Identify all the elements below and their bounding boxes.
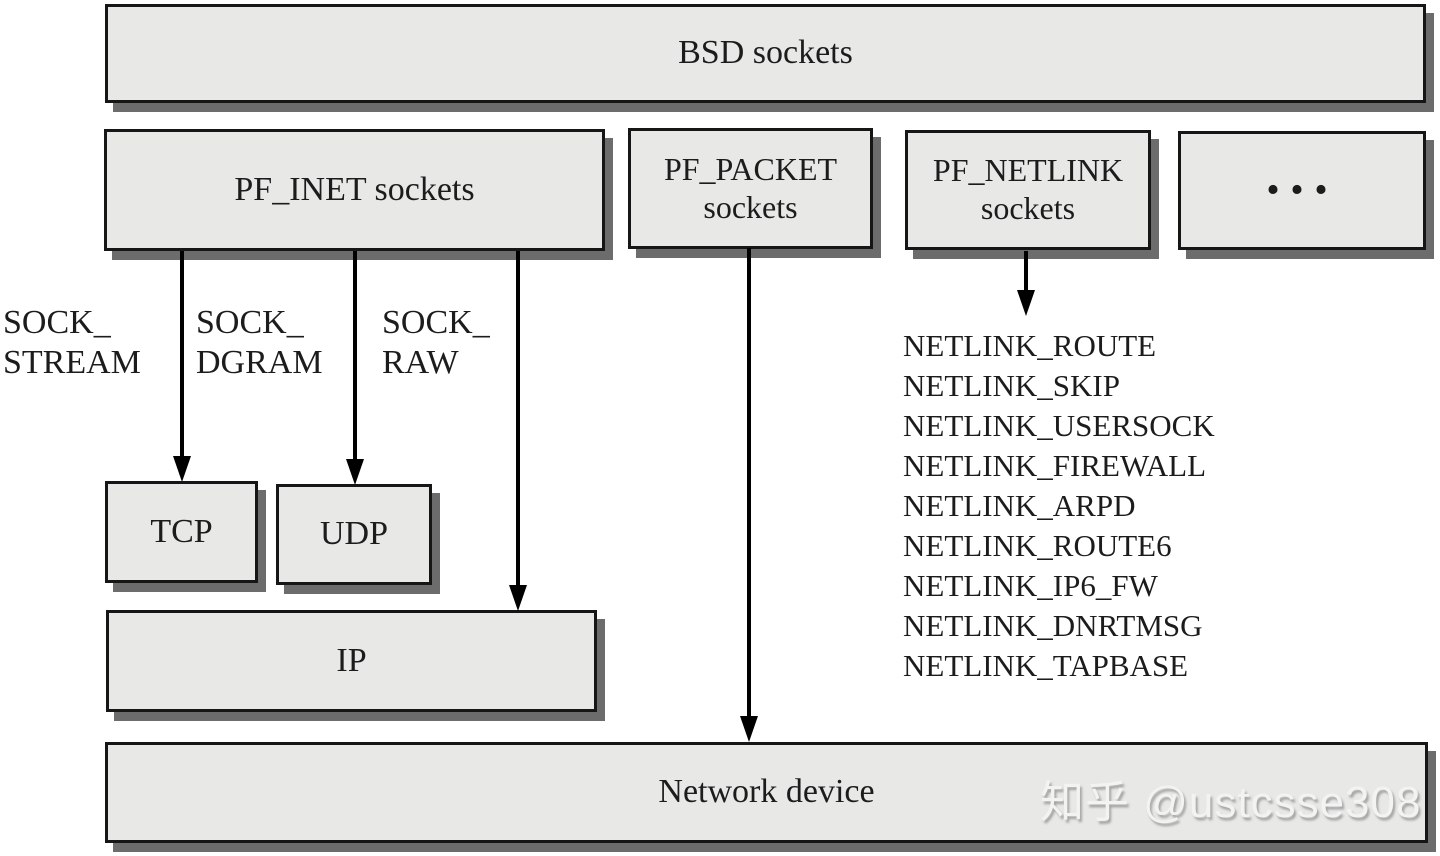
pf-packet-label-line2: sockets (703, 188, 798, 225)
network-device-label: Network device (658, 773, 875, 811)
arrow-head-icon (1017, 290, 1035, 316)
protocol-box-tcp: TCP (105, 481, 258, 583)
netlink-protocol-item: NETLINK_DNRTMSG (903, 608, 1203, 643)
bsd-sockets-label: BSD sockets (678, 34, 853, 72)
tcp-label: TCP (150, 512, 213, 550)
arrow-sock-raw-to-ip (509, 251, 527, 611)
protocol-box-ip: IP (106, 610, 597, 712)
arrow-pf-packet-to-network-device (740, 248, 758, 742)
sock-stream-line1: SOCK_ (3, 304, 111, 341)
udp-label: UDP (319, 515, 389, 553)
netlink-protocol-item: NETLINK_SKIP (903, 368, 1120, 403)
layer-box-network-device: Network device (105, 742, 1428, 843)
layer-box-bsd-sockets: BSD sockets (105, 4, 1426, 103)
arrow-sock-stream-to-tcp (173, 251, 191, 482)
label-sock-raw: SOCK_ RAW (382, 303, 490, 383)
netlink-protocol-item: NETLINK_IP6_FW (903, 568, 1158, 603)
netlink-protocol-item: NETLINK_FIREWALL (903, 448, 1207, 483)
label-sock-stream: SOCK_ STREAM (3, 303, 141, 383)
netlink-protocol-item: NETLINK_TAPBASE (903, 648, 1189, 683)
arrow-shaft (747, 248, 751, 730)
sock-dgram-line1: SOCK_ (196, 304, 304, 341)
netlink-protocol-item: NETLINK_ROUTE (903, 328, 1157, 363)
netlink-protocol-item: NETLINK_ROUTE6 (903, 528, 1172, 563)
pf-packet-label-line1: PF_PACKET (663, 150, 838, 187)
netlink-protocol-item: NETLINK_USERSOCK (903, 408, 1215, 443)
label-sock-dgram: SOCK_ DGRAM (196, 303, 323, 383)
protocol-box-udp: UDP (276, 484, 432, 585)
ellipsis-label: ... (1266, 143, 1338, 206)
layer-box-pf-netlink-sockets: PF_NETLINK sockets (905, 130, 1151, 250)
arrow-shaft (353, 251, 357, 473)
sock-stream-line2: STREAM (3, 344, 141, 381)
netlink-protocol-item: NETLINK_ARPD (903, 488, 1136, 523)
arrow-head-icon (173, 456, 191, 482)
layer-box-pf-packet-sockets: PF_PACKET sockets (628, 128, 873, 249)
arrow-shaft (1024, 251, 1028, 304)
layer-box-other-socket-families: ... (1178, 131, 1426, 250)
pf-netlink-label-line1: PF_NETLINK (932, 152, 1124, 189)
pf-netlink-label-line2: sockets (980, 190, 1076, 226)
arrow-shaft (516, 251, 520, 599)
arrow-head-icon (509, 585, 527, 611)
arrow-sock-dgram-to-udp (346, 251, 364, 485)
sock-raw-line1: SOCK_ (382, 304, 490, 341)
sock-dgram-line2: DGRAM (196, 344, 323, 381)
layer-box-pf-inet-sockets: PF_INET sockets (104, 129, 605, 251)
netlink-protocol-list: NETLINK_ROUTE NETLINK_SKIP NETLINK_USERS… (903, 326, 1215, 686)
ip-label: IP (336, 641, 367, 679)
arrow-shaft (180, 251, 184, 470)
arrow-pf-netlink-to-protocol-list (1017, 251, 1035, 316)
watermark: 知乎 @ustcsse308 (1040, 778, 1422, 827)
sock-raw-line2: RAW (382, 344, 459, 381)
pf-inet-sockets-label: PF_INET sockets (234, 170, 475, 208)
arrow-head-icon (346, 459, 364, 485)
arrow-head-icon (740, 716, 758, 742)
